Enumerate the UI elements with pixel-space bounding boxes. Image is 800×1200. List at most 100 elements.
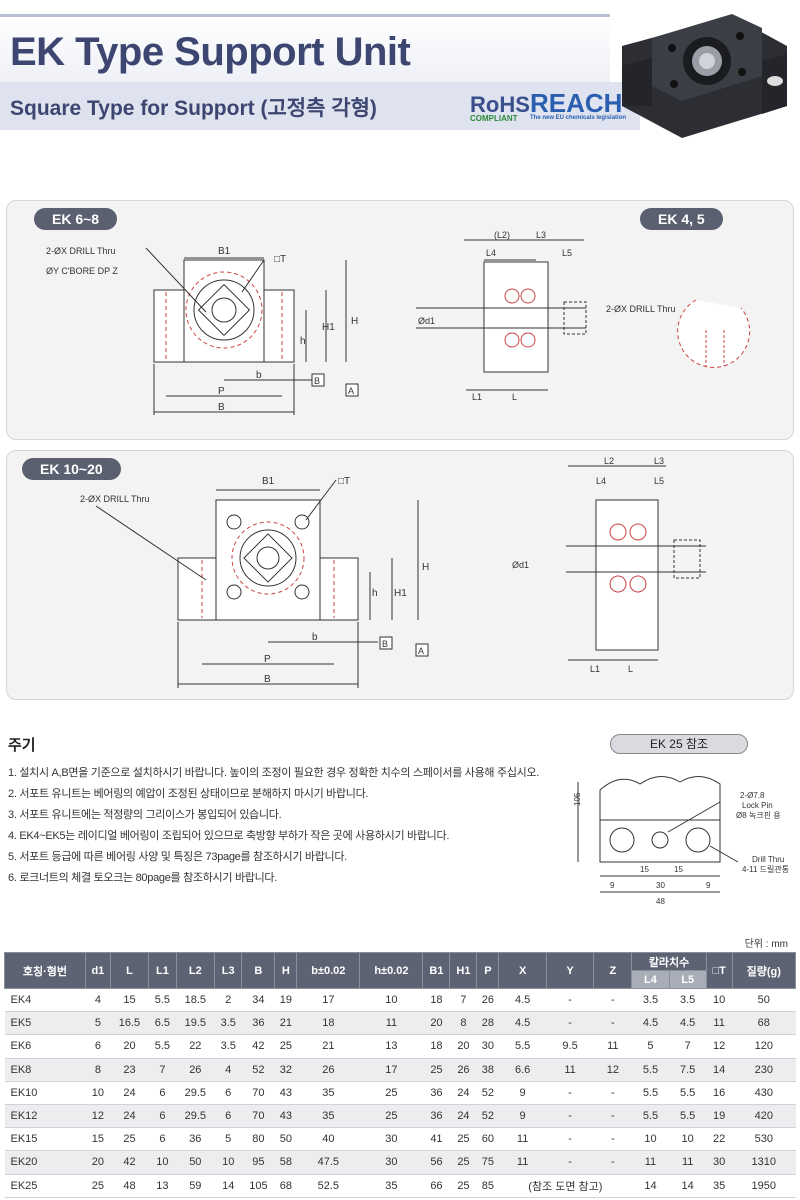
table-cell: 25 bbox=[449, 1127, 477, 1152]
table-cell: 4 bbox=[85, 988, 111, 1013]
label-ek4-5: EK 4, 5 bbox=[640, 208, 723, 230]
table-cell: EK20 bbox=[4, 1150, 86, 1175]
dim-B1: B1 bbox=[262, 476, 275, 487]
table-cell: 3.5 bbox=[214, 1011, 242, 1036]
table-cell: 26 bbox=[176, 1058, 215, 1082]
dim-L: L bbox=[628, 664, 633, 674]
table-cell: 30 bbox=[359, 1127, 423, 1152]
table-header: L bbox=[109, 952, 150, 989]
table-cell: - bbox=[546, 1150, 594, 1175]
table-cell: - bbox=[546, 1127, 594, 1152]
ek25-d48: 48 bbox=[656, 897, 665, 906]
dim-d1: Ød1 bbox=[512, 560, 529, 570]
dim-P: P bbox=[218, 386, 225, 397]
table-header: b±0.02 bbox=[296, 952, 361, 989]
dim-B: B bbox=[264, 674, 271, 685]
table-cell: 4.5 bbox=[631, 1011, 670, 1036]
table-cell: 52.5 bbox=[296, 1174, 360, 1198]
table-cell: 26 bbox=[476, 988, 499, 1013]
ref-A: A bbox=[418, 646, 424, 656]
table-cell: 3.5 bbox=[631, 988, 670, 1013]
table-cell: 5.5 bbox=[631, 1058, 670, 1082]
table-cell: 420 bbox=[732, 1104, 796, 1129]
dim-L1: L1 bbox=[590, 664, 600, 674]
table-cell: 85 bbox=[476, 1174, 499, 1198]
table-cell: 35 bbox=[359, 1174, 423, 1198]
note-item: 5. 서포트 등급에 따른 베어링 사양 및 특징은 73page를 참조하시기… bbox=[8, 851, 347, 863]
rohs-text: RoHS bbox=[470, 92, 530, 117]
dim-P: P bbox=[264, 654, 271, 665]
table-cell: 42 bbox=[110, 1150, 149, 1175]
dim-L3: L3 bbox=[654, 456, 664, 466]
table-cell: 10 bbox=[85, 1081, 111, 1105]
dim-b: b bbox=[312, 632, 318, 643]
ek25-label: EK 25 참조 bbox=[610, 734, 748, 754]
table-cell: 12 bbox=[593, 1058, 632, 1082]
table-cell: 36 bbox=[176, 1127, 215, 1152]
table-cell: EK12 bbox=[4, 1104, 86, 1129]
table-cell: 5 bbox=[631, 1034, 670, 1059]
table-cell: 24 bbox=[110, 1081, 149, 1105]
table-cell: 13 bbox=[359, 1034, 423, 1059]
table-cell: 68 bbox=[732, 1011, 796, 1036]
table-cell: 56 bbox=[422, 1150, 450, 1175]
table-cell: 14 bbox=[706, 1058, 733, 1082]
drawing-ek6-8: B1 □T H H1 h b P B B A 2-ØX DRILL Thru Ø… bbox=[46, 230, 751, 415]
table-cell: 9 bbox=[498, 1081, 547, 1105]
table-header: L1 bbox=[148, 952, 177, 989]
table-cell: 10 bbox=[359, 988, 423, 1013]
table-cell: 4 bbox=[214, 1058, 242, 1082]
table-cell: 34 bbox=[241, 988, 275, 1013]
table-cell: 7 bbox=[669, 1034, 707, 1059]
table-cell: 58 bbox=[274, 1150, 297, 1175]
table-cell: 15 bbox=[110, 988, 149, 1013]
table-cell: 43 bbox=[274, 1081, 297, 1105]
table-cell: 5 bbox=[214, 1127, 242, 1152]
table-cell: 75 bbox=[476, 1150, 499, 1175]
table-cell: 11 bbox=[359, 1011, 423, 1036]
table-cell: 5.5 bbox=[669, 1081, 707, 1105]
dim-L2: (L2) bbox=[494, 230, 510, 240]
table-header: H bbox=[274, 952, 298, 989]
table-cell: 19 bbox=[274, 988, 297, 1013]
table-cell: 20 bbox=[422, 1011, 450, 1036]
table-cell: 22 bbox=[706, 1127, 733, 1152]
table-cell: 17 bbox=[296, 988, 360, 1013]
table-cell: 47.5 bbox=[296, 1150, 360, 1175]
table-cell: 18 bbox=[422, 988, 450, 1013]
table-cell: 40 bbox=[296, 1127, 360, 1152]
table-cell: 11 bbox=[669, 1150, 707, 1175]
cbore-label: ØY C'BORE DP Z bbox=[46, 266, 118, 276]
table-cell: (참조 도면 참고) bbox=[498, 1174, 632, 1198]
table-cell: 25 bbox=[449, 1174, 477, 1198]
note-item: 2. 서포트 유니트는 베어링의 예압이 조정된 상태이므로 분해하지 마시기 … bbox=[8, 788, 369, 800]
table-cell: 35 bbox=[706, 1174, 733, 1198]
table-cell: 230 bbox=[732, 1058, 796, 1082]
ek25-drill: Drill Thru bbox=[752, 855, 784, 864]
ek25-d15b: 15 bbox=[674, 865, 683, 874]
table-cell: 11 bbox=[546, 1058, 594, 1082]
table-cell: 16 bbox=[706, 1081, 733, 1105]
table-cell: EK5 bbox=[4, 1011, 86, 1036]
table-header: 칼라치수 bbox=[631, 952, 707, 971]
table-cell: 6 bbox=[85, 1034, 111, 1059]
table-cell: 10 bbox=[706, 988, 733, 1013]
table-cell: 10 bbox=[214, 1150, 242, 1175]
table-cell: 1950 bbox=[732, 1174, 796, 1198]
table-cell: 30 bbox=[476, 1034, 499, 1059]
table-cell: 21 bbox=[296, 1034, 360, 1059]
note-item: 4. EK4~EK5는 레이디얼 베어링이 조립되어 있으므로 축방향 부하가 … bbox=[8, 830, 450, 842]
dim-B1: B1 bbox=[218, 246, 231, 257]
rohs-sub: COMPLIANT bbox=[470, 114, 518, 123]
table-cell: 70 bbox=[241, 1081, 275, 1105]
table-cell: 95 bbox=[241, 1150, 275, 1175]
dim-T: □T bbox=[274, 254, 286, 265]
ek25-drill-2: 4-11 드릴관통 bbox=[742, 864, 789, 874]
table-cell: 14 bbox=[631, 1174, 670, 1198]
ref-B: B bbox=[314, 376, 320, 386]
drawing-panel-ek6-8 bbox=[6, 200, 794, 440]
page-title: EK Type Support Unit bbox=[10, 30, 411, 74]
